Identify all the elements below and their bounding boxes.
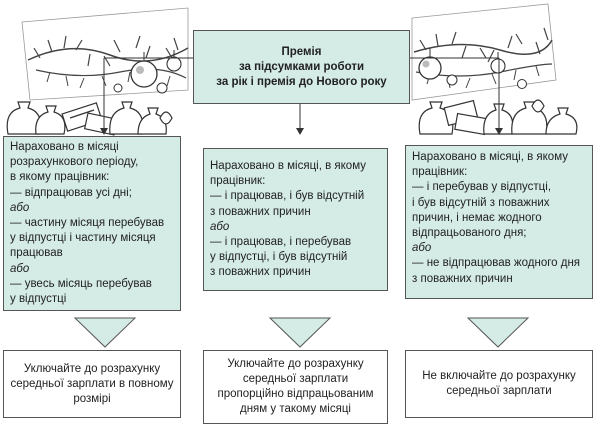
condition-text-line: в якому працівник: [10,171,110,184]
condition-text-line: відпрацьованого дня; [412,227,527,240]
result-text-line: Уключайте до розрахунку [227,358,364,370]
condition-box-3: Нараховано в місяці, в якому працівник: — … [405,145,593,299]
condition-text-line: і був відсутній з поважних [412,196,550,209]
condition-text-line: Нараховано в місяці, в якому [210,160,366,172]
bonus-title-box: Премія за підсумками роботи за рік і пре… [193,30,410,104]
result-box-3: Не включайте до розрахунку середньої зарп… [405,350,593,418]
condition-text-line: з поважних причин [412,272,513,285]
bonus-title-line-1: Премія [281,45,322,58]
funnel-triangle-3 [466,317,530,348]
condition-or-label: або [10,201,30,214]
condition-text-line: розрахункового періоду, [10,156,139,169]
condition-text-line: Нараховано в місяці [10,141,119,153]
condition-or-label: або [10,262,30,275]
result-text-line: середньої зарплати в повному [10,377,174,390]
condition-text-line: працівник: [412,166,468,179]
condition-text-line: — і працював, і перебував [210,236,352,249]
condition-text-line: у відпустці і частину місяця [10,232,156,245]
result-text-line: пропорційно відпрацьованим [217,388,374,400]
condition-text-line: — і перебував у відпустці, [412,181,552,194]
result-text: Не включайте до розрахунку середньої зарп… [422,369,576,399]
result-text: Уключайте до розрахунку середньої зарплат… [10,362,173,407]
garland-left-icon [21,7,189,101]
condition-text-line: — і працював, і був відсутній [210,190,365,203]
condition-text-line: з поважних причин [210,205,311,218]
bonus-title-line-3: за рік і премія до Нового року [216,75,387,88]
condition-text-line: причин, і немає жодного [412,211,542,224]
money-bags-right-icon [418,99,578,136]
money-bags-left-icon [6,101,173,136]
funnel-triangle-2 [268,317,332,348]
condition-text-line: — частину місяця перебував [10,217,165,230]
condition-box-1: Нараховано в місяці розрахункового період… [3,136,181,311]
condition-text-line: — не відпрацював жодного дня [412,257,581,270]
bonus-title-line-2: за підсумками роботи [238,60,365,73]
garland-right-icon [411,3,557,101]
result-box-2: Уключайте до розрахунку середньої зарплат… [203,350,388,424]
condition-text-line: з поважних причин [210,266,311,279]
condition-text-line: у відпустці, і був відсутній [210,251,348,264]
funnel-triangle-1 [73,317,137,348]
condition-text-line: працював [10,247,63,260]
result-text-line: дням у такому місяці [240,403,351,415]
condition-text-line: у відпустці [10,293,67,306]
condition-text-line: — увесь місяць перебував [10,277,152,290]
condition-or-label: або [412,242,432,255]
result-text-line: Уключайте до розрахунку [23,362,161,375]
result-text-line: середньої зарплати [242,373,349,385]
result-text-line: Не включайте до розрахунку [422,370,576,382]
condition-or-label: або [210,220,230,233]
condition-box-2: Нараховано в місяці, в якому працівник: — … [203,148,388,291]
condition-text-line: працівник: [210,175,266,188]
result-box-1: Уключайте до розрахунку середньої зарплат… [3,350,181,418]
condition-text-line: Нараховано в місяці, в якому [412,151,568,163]
result-text: Уключайте до розрахунку середньої зарплат… [218,357,374,417]
condition-text-line: — відпрацював усі дні; [10,186,132,199]
result-text-line: середньої зарплати [446,385,552,397]
result-text-line: розмірі [73,392,111,405]
